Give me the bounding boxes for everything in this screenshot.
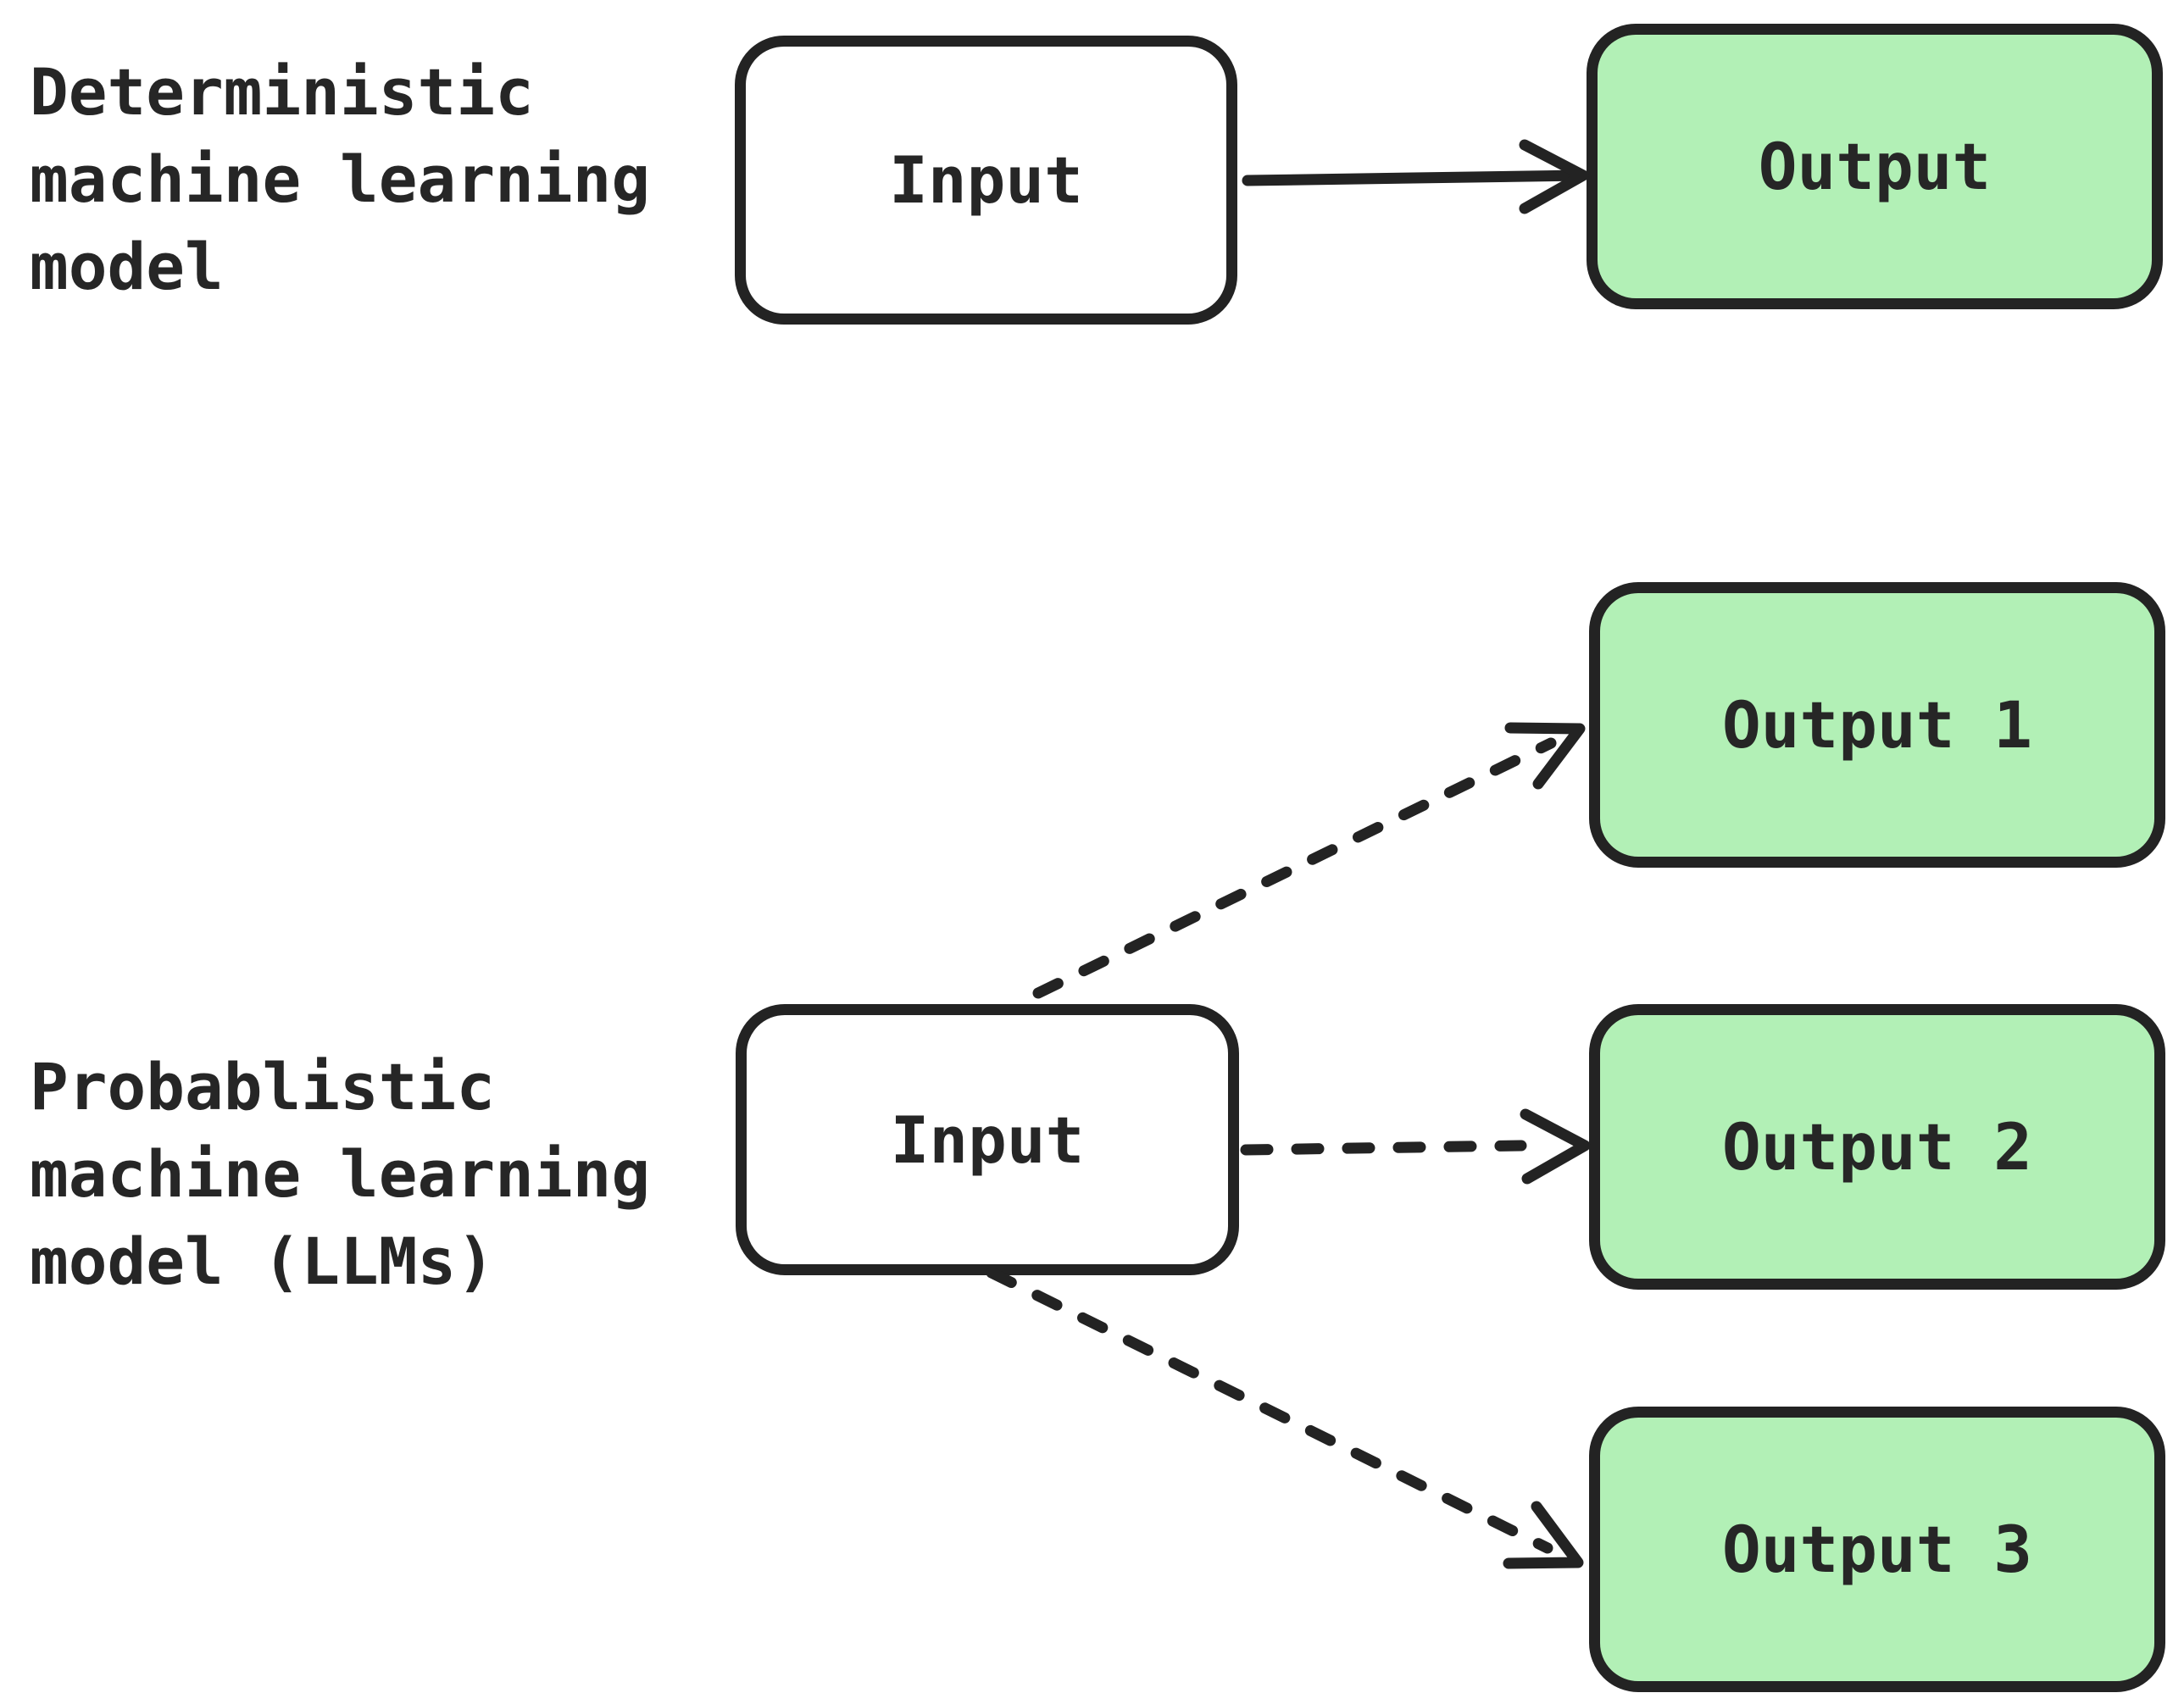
node-label: Input: [890, 1102, 1085, 1178]
node-label: Input: [889, 142, 1083, 218]
arrow-dashed-input-to-output-3: [986, 1267, 1584, 1569]
arrow-solid-input-to-output: [1242, 139, 1589, 214]
node-input-deterministic: Input: [735, 36, 1237, 325]
node-output-2: Output 2: [1589, 1004, 2165, 1290]
node-label: Output: [1758, 129, 1992, 204]
arrow-dashed-input-to-output-2: [1240, 1108, 1591, 1185]
node-output-1: Output 1: [1589, 582, 2165, 868]
node-label: Output 2: [1721, 1109, 2033, 1185]
section-label-deterministic: Deterministic machine learning model: [30, 54, 651, 304]
node-input-probabilistic: Input: [736, 1004, 1239, 1275]
section-label-probabilistic: Probablistic machine learning model (LLM…: [30, 1049, 651, 1299]
node-output-deterministic: Output: [1587, 24, 2163, 309]
node-label: Output 3: [1721, 1512, 2033, 1587]
node-output-3: Output 3: [1589, 1407, 2165, 1692]
node-label: Output 1: [1721, 687, 2033, 763]
arrow-dashed-input-to-output-1: [1032, 722, 1586, 999]
